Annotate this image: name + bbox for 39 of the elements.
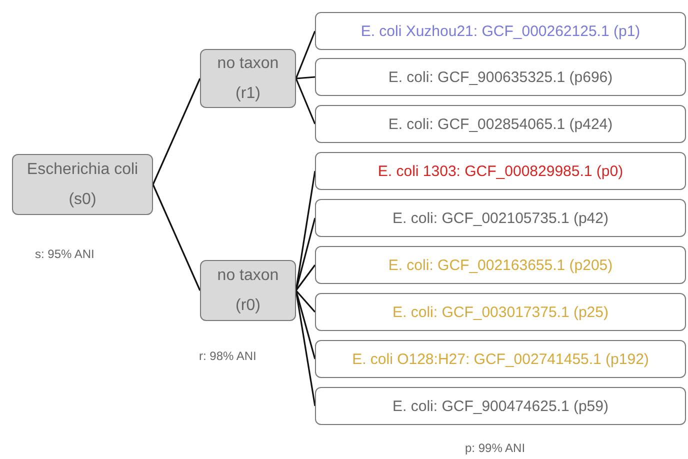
genome-box (315, 105, 686, 143)
taxon-box (12, 154, 153, 215)
genome-box (315, 387, 686, 425)
node-id: (s0) (68, 190, 96, 210)
connector-line (296, 76, 316, 80)
connector-line (152, 184, 201, 291)
taxon-box (200, 260, 296, 321)
node-label: no taxon (217, 266, 279, 286)
threshold-note: s: 95% ANI (35, 247, 94, 261)
node-id: (r1) (236, 84, 260, 104)
node-label: E. coli: GCF_002105735.1 (p42) (392, 210, 608, 226)
node-label: no taxon (217, 54, 279, 74)
genome-box (315, 293, 686, 331)
node-label: E. coli 1303: GCF_000829985.1 (p0) (378, 162, 624, 180)
connector-line (152, 78, 201, 185)
node-label: E. coli: GCF_002163655.1 (p205) (388, 256, 613, 274)
connector-line (295, 290, 316, 313)
connector-line (295, 78, 316, 124)
taxon-box (200, 49, 296, 108)
node-label: E. coli: GCF_003017375.1 (p25) (392, 304, 608, 320)
connector-line (295, 290, 316, 360)
node-id: (r0) (236, 296, 260, 316)
node-label: E. coli Xuzhou21: GCF_000262125.1 (p1) (360, 22, 640, 40)
genome-box (315, 340, 686, 378)
node-label: E. coli: GCF_002854065.1 (p424) (388, 116, 613, 132)
connector-line (295, 30, 316, 79)
threshold-note: p: 99% ANI (465, 441, 526, 455)
connector-line (295, 218, 316, 291)
node-label: E. coli: GCF_900635325.1 (p696) (388, 68, 613, 86)
connector-line (295, 264, 316, 291)
genome-box (315, 58, 686, 96)
node-label: Escherichia coli (26, 160, 138, 180)
node-label: E. coli: GCF_900474625.1 (p59) (392, 398, 608, 414)
genome-box (315, 152, 686, 190)
node-label: E. coli O128:H27: GCF_002741455.1 (p192) (352, 350, 649, 368)
threshold-note: r: 98% ANI (199, 349, 256, 363)
genome-box (315, 199, 686, 237)
genome-box (315, 246, 686, 284)
genome-box (315, 12, 686, 50)
